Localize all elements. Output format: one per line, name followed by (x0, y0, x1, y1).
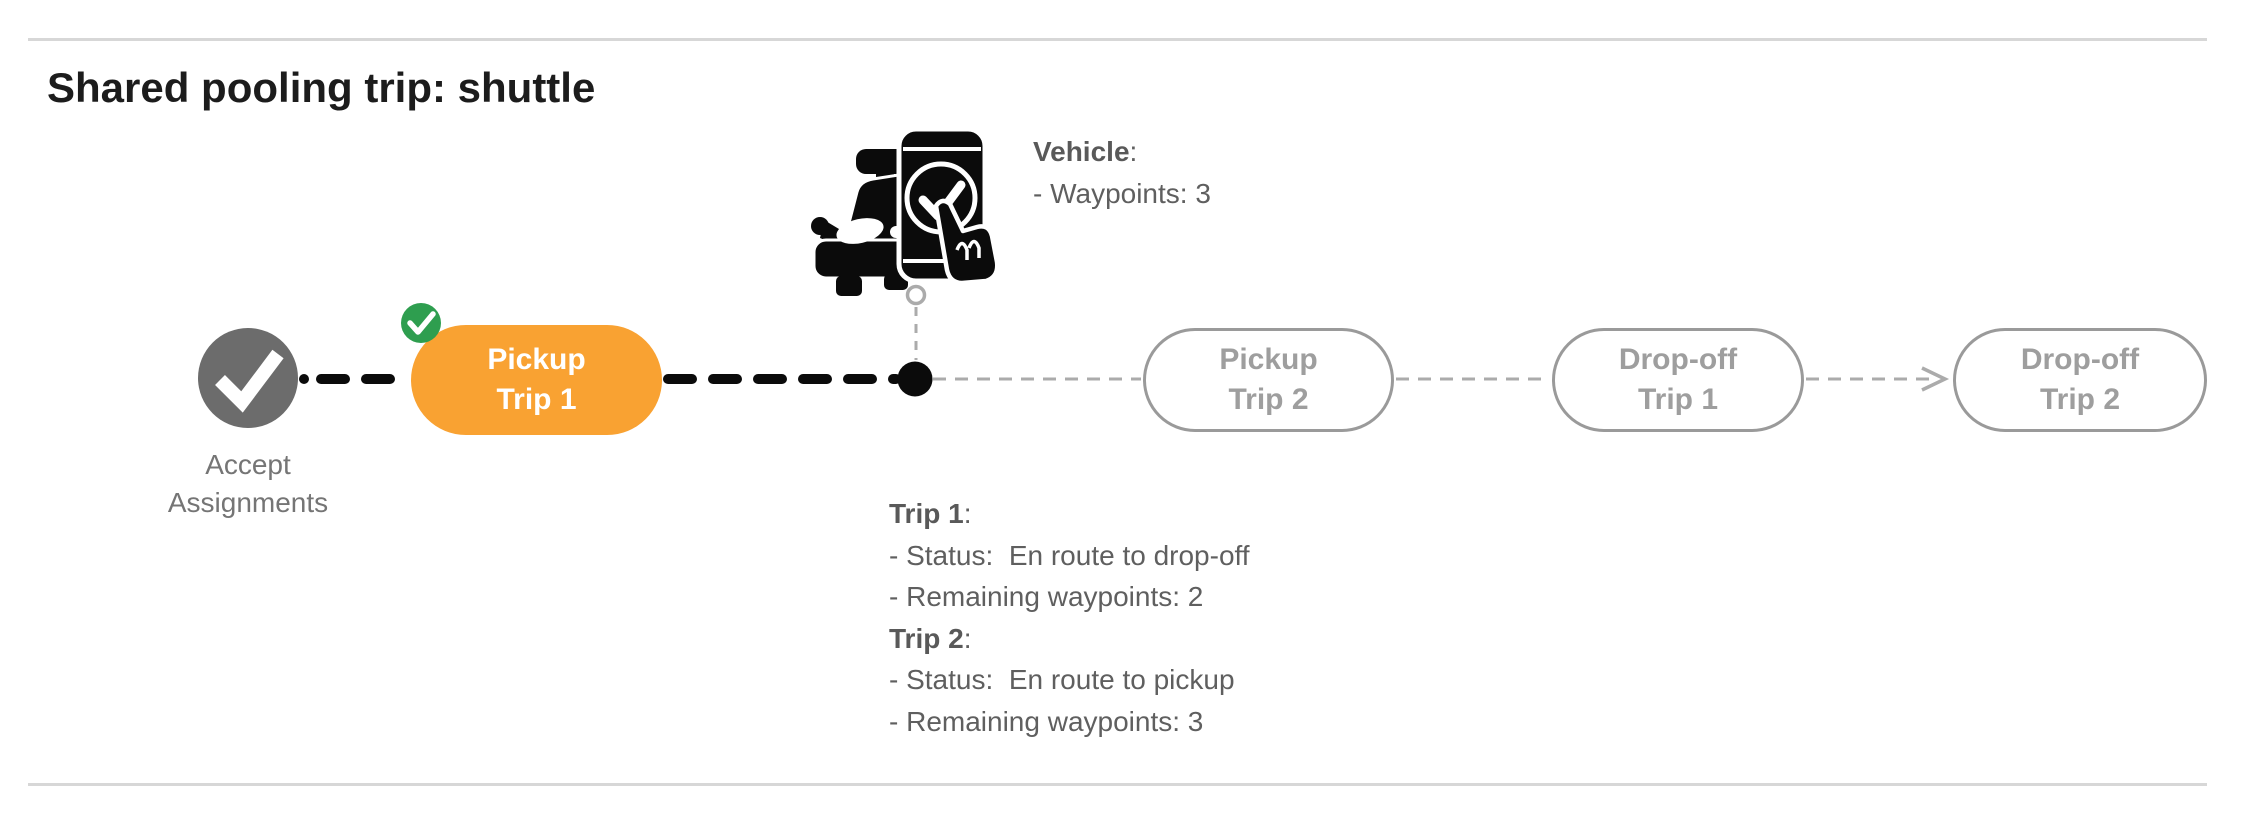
marker-anchor-circle (905, 284, 927, 306)
bottom-divider (28, 783, 2207, 786)
trip1-status-line: - Status: En route to drop-off (889, 539, 1250, 571)
node-label-line: Pickup (1219, 343, 1318, 376)
node-label-line: Trip 2 (1228, 383, 1309, 416)
node-label-line: Pickup (487, 343, 586, 376)
node-dropoff-trip-2: Drop-off Trip 2 (1953, 328, 2207, 432)
trip-info-block: Trip 1: - Status: En route to drop-off -… (889, 493, 1250, 742)
node-label-line: Trip 1 (496, 383, 577, 416)
car-phone-check-icon (811, 126, 1000, 296)
vehicle-info-block: Vehicle: - Waypoints: 3 (1033, 131, 1211, 214)
accept-assignments-label: Accept Assignments (118, 446, 378, 522)
vehicle-waypoints-line: - Waypoints: 3 (1033, 177, 1211, 209)
node-pickup-trip-2: Pickup Trip 2 (1143, 328, 1394, 432)
current-position-dot (897, 361, 933, 397)
node-label-line: Trip 2 (2039, 383, 2121, 416)
node-dropoff-trip-1: Drop-off Trip 1 (1552, 328, 1804, 432)
accept-assignments-node (198, 328, 298, 428)
trip1-waypoints-line: - Remaining waypoints: 2 (889, 581, 1204, 612)
trip2-heading: Trip 2: (889, 622, 972, 654)
accept-label-line1: Accept (205, 449, 291, 480)
vehicle-heading: Vehicle: (1033, 136, 1138, 167)
node-label-line: Trip 1 (1637, 383, 1719, 416)
trip2-status-line: - Status: En route to pickup (889, 664, 1235, 695)
arrow-head-icon (1921, 366, 1950, 392)
top-divider (28, 38, 2207, 41)
page-title: Shared pooling trip: shuttle (47, 64, 596, 111)
phone-icon (896, 126, 988, 284)
trip2-waypoints-line: - Remaining waypoints: 3 (889, 705, 1204, 737)
check-icon (918, 180, 966, 221)
trip1-heading: Trip 1: (889, 498, 972, 529)
node-label-line: Drop-off (2020, 343, 2140, 376)
accept-label-line2: Assignments (167, 487, 329, 518)
node-pickup-trip-1: Pickup Trip 1 (411, 325, 662, 435)
node-label-line: Drop-off (1618, 343, 1738, 376)
pointing-hand-icon (933, 198, 1000, 286)
car-icon (811, 149, 940, 296)
check-icon (215, 349, 284, 413)
